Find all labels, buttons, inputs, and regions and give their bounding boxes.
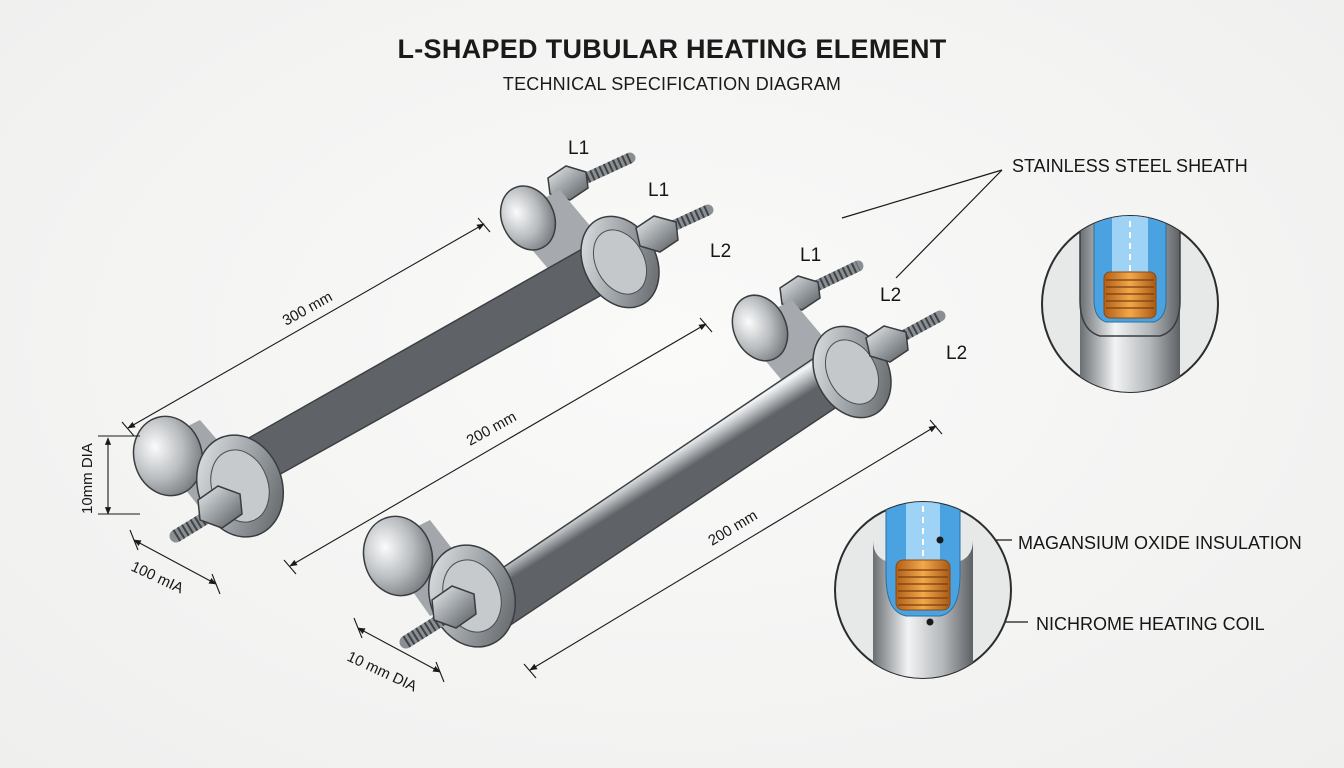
page-title: L-SHAPED TUBULAR HEATING ELEMENT [397,34,947,64]
element-a-terminal-3-label: L2 [710,241,731,262]
element-a-tube [208,239,652,483]
element-b-side-stud [865,310,946,363]
coil-detail-view [834,501,1012,679]
insulation-callout-label: MAGANSIUM OXIDE INSULATION [1018,533,1302,553]
element-b-terminal-3-label: L2 [946,343,967,364]
coil-callout-label: NICHROME HEATING COIL [1036,614,1265,634]
element-b-back-stud [779,260,864,311]
coil-callout-dot [926,618,934,626]
page-subtitle: TECHNICAL SPECIFICATION DIAGRAM [502,74,842,94]
element-b-terminal-2-label: L2 [880,285,901,306]
element-b-terminal-1-label: L1 [800,245,821,266]
element-a-terminal-2-label: L1 [648,180,669,201]
element-a-side-stud [635,204,714,253]
element-b-length-label-2: 200 mm [705,507,760,549]
element-a-length-label: 300 mm [280,288,336,329]
element-a-diameter-label: 10mm DIA [79,443,96,514]
element-a-terminal-1-label: L1 [568,138,589,159]
dimension-lines [98,217,943,683]
sheath-callout-label: STAINLESS STEEL SHEATH [1012,156,1248,176]
element-a-front-stud [169,485,243,543]
insulation-callout-dot [936,536,944,544]
element-b-length-label-1: 200 mm [464,408,520,449]
sheath-detail-view [1041,215,1219,393]
element-a-leg-label: 100 mIA [128,558,186,597]
